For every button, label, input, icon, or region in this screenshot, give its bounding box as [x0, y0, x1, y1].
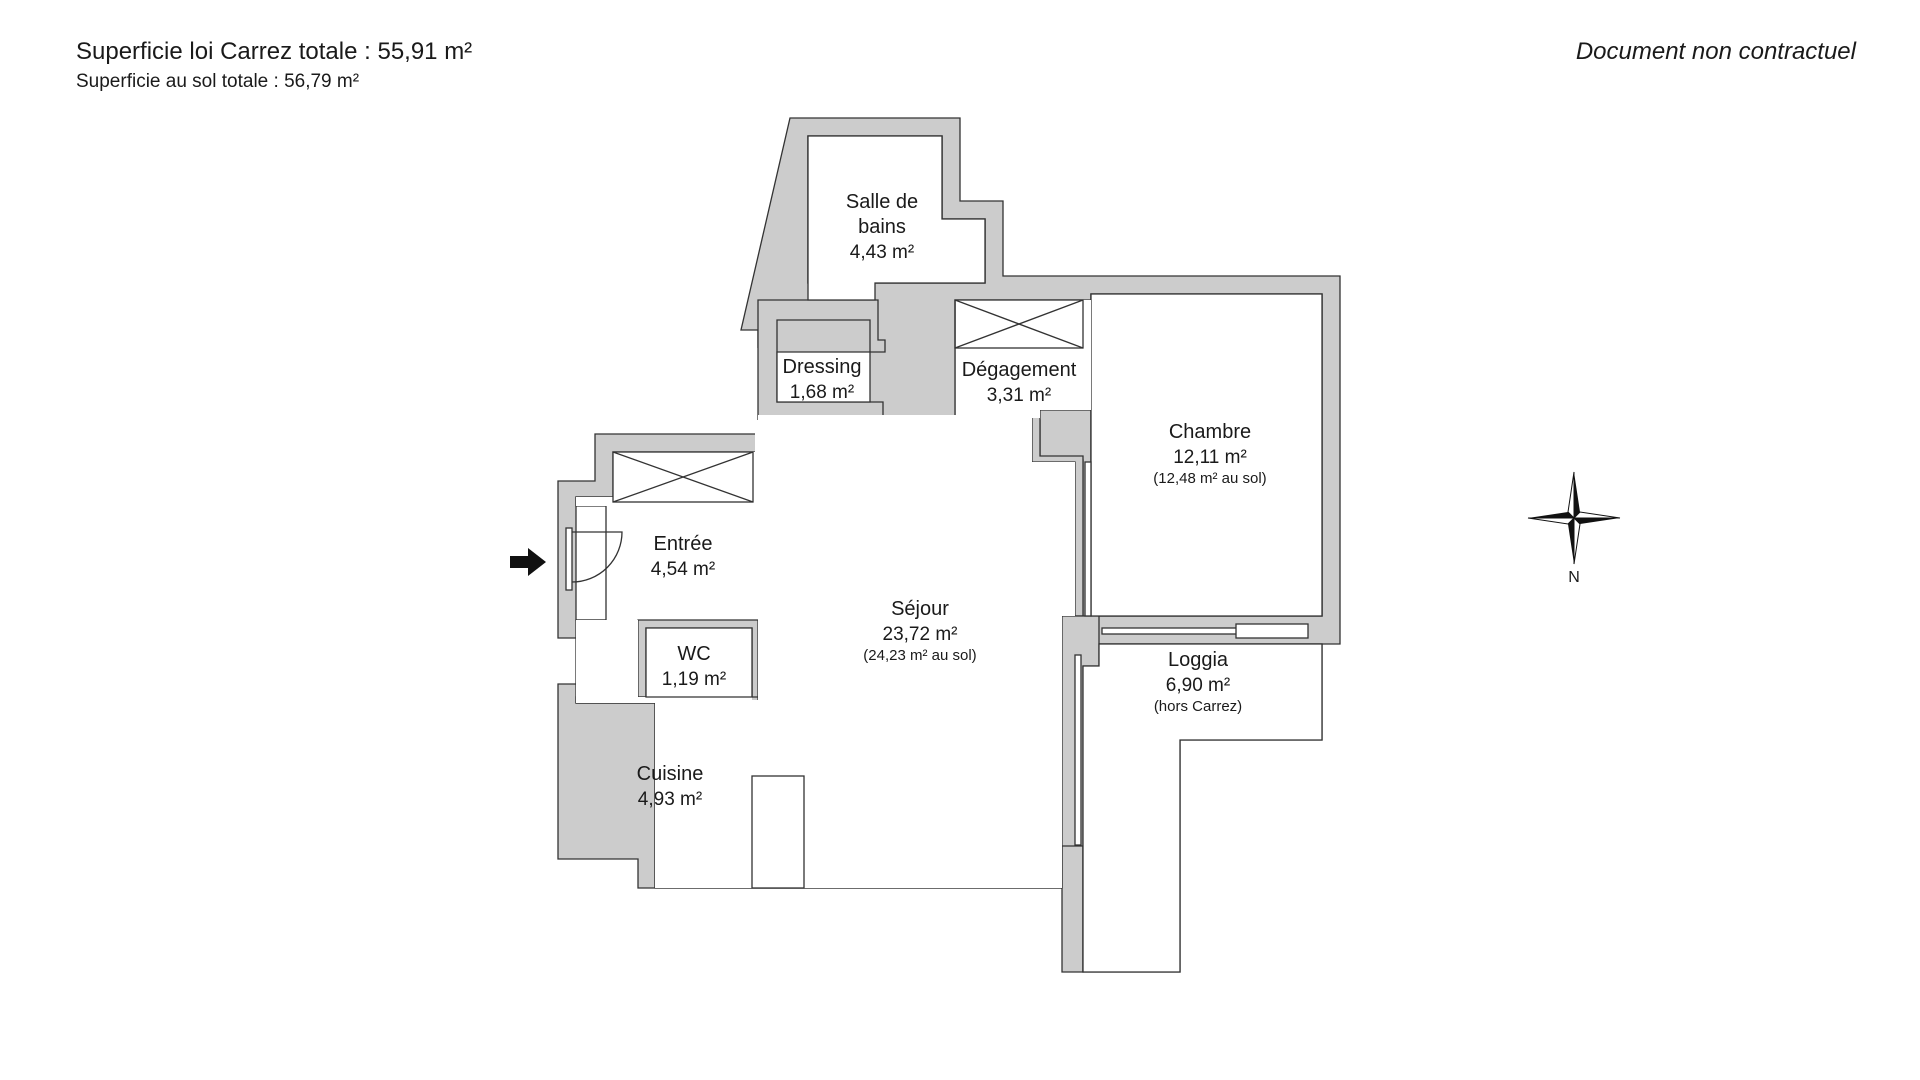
svg-text:23,72 m²: 23,72 m² [883, 624, 958, 645]
svg-text:3,31 m²: 3,31 m² [987, 385, 1051, 406]
room-wc: WC 1,19 m² [662, 643, 726, 690]
floor-total-text: Superficie au sol totale : 56,79 m² [76, 71, 360, 92]
entrance-arrow-icon [510, 548, 546, 576]
loggia-window [1101, 623, 1309, 639]
sejour-window [1074, 654, 1082, 846]
svg-text:4,43 m²: 4,43 m² [850, 242, 914, 263]
svg-text:Dressing: Dressing [783, 356, 862, 378]
entry-door [565, 527, 623, 591]
svg-text:WC: WC [677, 643, 710, 665]
room-dressing: Dressing 1,68 m² [783, 356, 862, 403]
kitchen-counter [751, 775, 805, 889]
svg-text:Entrée: Entrée [654, 533, 713, 555]
compass-rose-icon [1527, 471, 1621, 565]
svg-text:1,19 m²: 1,19 m² [662, 669, 726, 690]
room-cuisine: Cuisine 4,93 m² [637, 763, 704, 810]
room-degagement: Dégagement 3,31 m² [962, 359, 1077, 406]
svg-text:Loggia: Loggia [1168, 649, 1229, 671]
disclaimer-text: Document non contractuel [1575, 38, 1856, 65]
compass-label: N [1568, 569, 1580, 586]
room-sejour: Séjour 23,72 m² (24,23 m² au sol) [863, 598, 976, 664]
svg-text:Cuisine: Cuisine [637, 763, 704, 785]
svg-text:1,68 m²: 1,68 m² [790, 382, 854, 403]
svg-text:4,54 m²: 4,54 m² [651, 559, 715, 580]
svg-text:(hors Carrez): (hors Carrez) [1154, 698, 1242, 715]
room-chambre: Chambre 12,11 m² (12,48 m² au sol) [1153, 421, 1266, 487]
svg-text:4,93 m²: 4,93 m² [638, 789, 702, 810]
svg-text:Dégagement: Dégagement [962, 359, 1077, 381]
svg-text:(12,48 m² au sol): (12,48 m² au sol) [1153, 470, 1266, 487]
chambre-door [1084, 461, 1092, 617]
svg-text:Chambre: Chambre [1169, 421, 1251, 443]
carrez-total-text: Superficie loi Carrez totale : 55,91 m² [76, 38, 473, 65]
svg-text:bains: bains [858, 216, 906, 238]
svg-text:12,11 m²: 12,11 m² [1173, 447, 1247, 468]
svg-text:(24,23 m² au sol): (24,23 m² au sol) [863, 647, 976, 664]
svg-text:Séjour: Séjour [891, 598, 949, 620]
svg-text:6,90 m²: 6,90 m² [1166, 675, 1230, 696]
room-loggia: Loggia 6,90 m² (hors Carrez) [1154, 649, 1242, 715]
svg-text:Salle de: Salle de [846, 191, 918, 213]
room-entree: Entrée 4,54 m² [651, 533, 715, 580]
room-salle-de-bains: Salle de bains 4,43 m² [846, 191, 918, 263]
closet-degagement [954, 299, 1084, 349]
closet-entree [612, 451, 754, 503]
